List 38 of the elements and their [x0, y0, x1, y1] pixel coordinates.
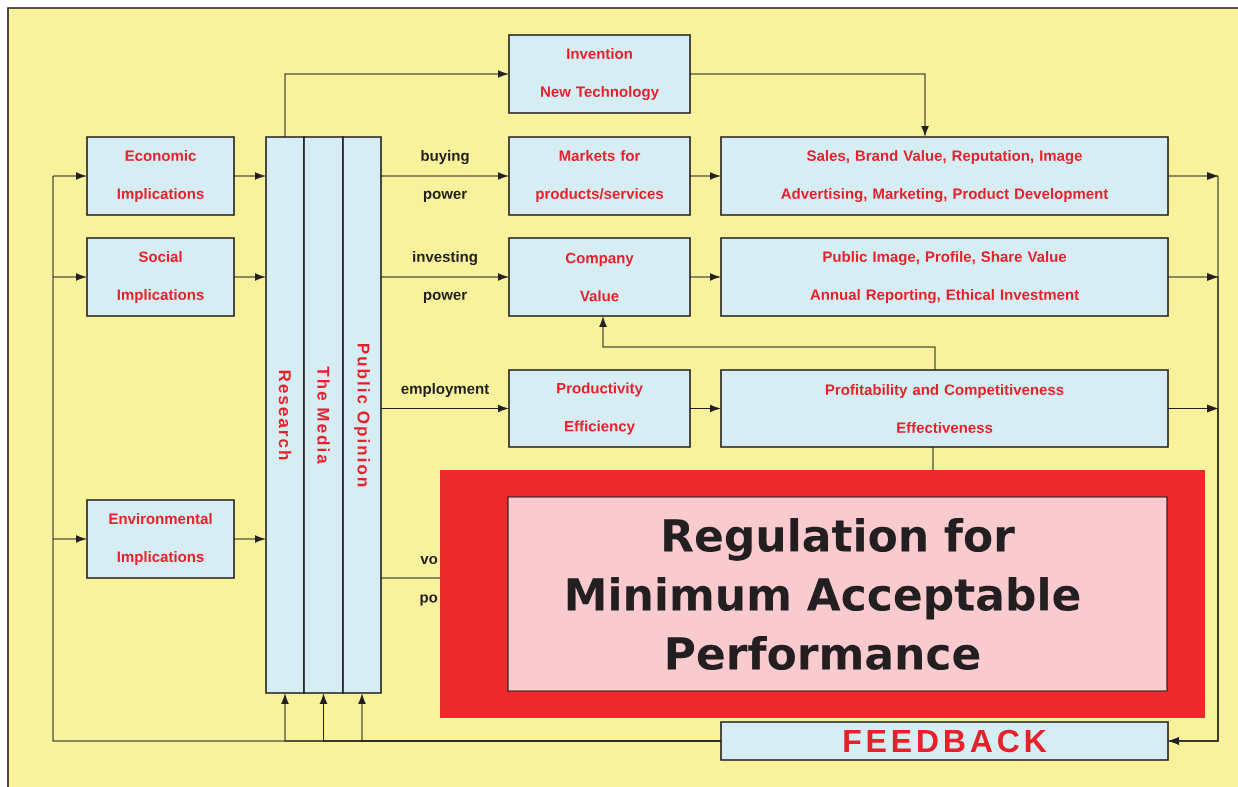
- process-box: Productivity Efficiency: [508, 369, 691, 448]
- arrow: [284, 70, 508, 138]
- arrow: [52, 535, 86, 543]
- process-box: Environmental Implications: [86, 499, 235, 579]
- regulation-box: Regulation for Minimum Acceptable Performance: [440, 470, 1205, 718]
- arrow: [233, 172, 265, 180]
- label-text: vo: [420, 555, 438, 565]
- process-box: Public Image, Profile, Share Value Annual Reporting, Ethical Investment: [720, 237, 1169, 317]
- connector-line: [380, 577, 441, 579]
- edge-label: investing power: [413, 251, 477, 303]
- process-box: Invention New Technology: [508, 34, 691, 114]
- arrow: [233, 535, 265, 543]
- arrow: [380, 273, 508, 281]
- edge-label: employment: [401, 383, 489, 397]
- connector-line: [932, 446, 934, 471]
- edge-label: buying power: [421, 150, 469, 202]
- arrow: [52, 273, 86, 281]
- arrow: [380, 172, 508, 180]
- arrow: [689, 172, 720, 180]
- arrow: [689, 404, 720, 413]
- process-box: Markets for products/services: [508, 136, 691, 216]
- arrow: [380, 404, 508, 413]
- arrow: [1167, 404, 1219, 745]
- process-box: Sales, Brand Value, Reputation, Image Advertising, Marketing, Product Development: [720, 136, 1169, 216]
- process-box: Social Implications: [86, 237, 235, 317]
- arrow: [599, 317, 936, 371]
- process-box: Profitability and Competitiveness Effectiveness: [720, 369, 1169, 448]
- column-box: Research: [265, 136, 305, 694]
- arrow: [233, 273, 265, 281]
- column-box: Public Opinion: [342, 136, 382, 694]
- arrow: [689, 273, 720, 281]
- feedback-bar: FEEDBACK: [720, 721, 1169, 761]
- arrow: [689, 73, 929, 136]
- process-box: Company Value: [508, 237, 691, 317]
- process-box: Economic Implications: [86, 136, 235, 216]
- arrow: [52, 172, 86, 180]
- column-box: The Media: [303, 136, 344, 694]
- label-text: po: [420, 594, 438, 606]
